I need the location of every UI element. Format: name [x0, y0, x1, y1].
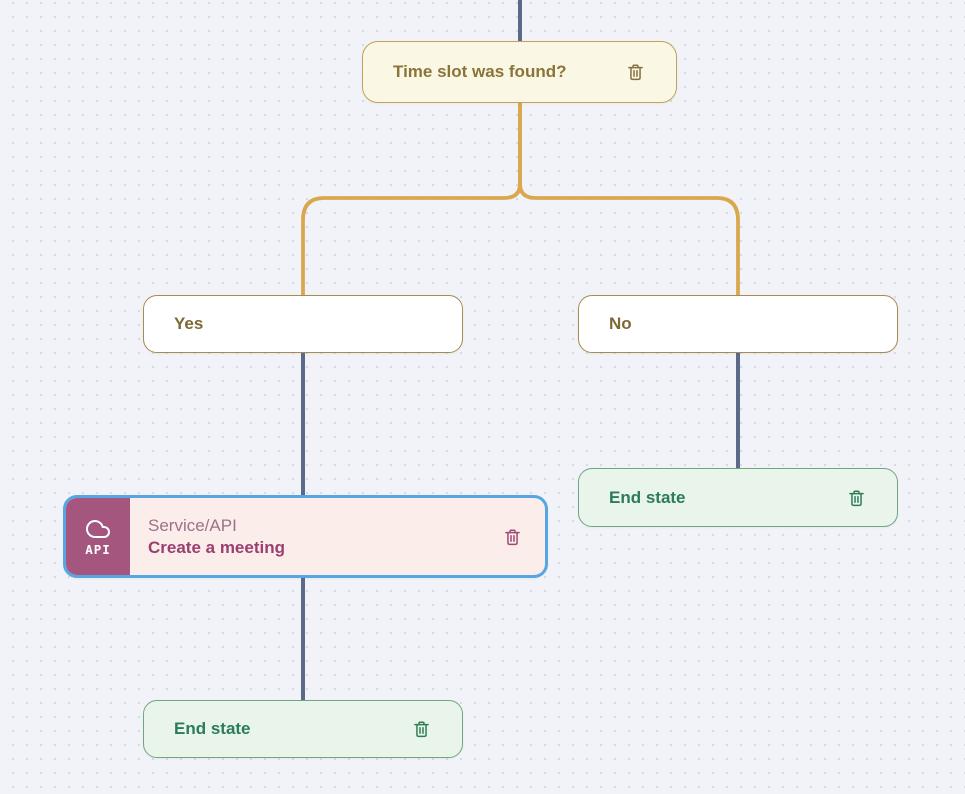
branch-node-no[interactable]: No: [578, 295, 898, 353]
trash-icon: [414, 721, 429, 738]
delete-node-button[interactable]: [625, 61, 646, 83]
connector-condition-to-no: [518, 101, 740, 299]
service-type-label: Service/API: [148, 515, 237, 535]
end-state-node-after-service[interactable]: End state: [143, 700, 463, 758]
service-title: Create a meeting: [148, 537, 285, 557]
api-icon-text: API: [85, 541, 111, 557]
service-node-body: Service/API Create a meeting: [130, 516, 502, 558]
service-api-node[interactable]: API Service/API Create a meeting: [63, 495, 548, 578]
branch-yes-label: Yes: [174, 314, 204, 333]
delete-node-button[interactable]: [846, 487, 867, 509]
service-icon-box: API: [66, 498, 130, 575]
end-state-label: End state: [609, 487, 686, 507]
trash-icon: [849, 490, 864, 506]
branch-no-label: No: [609, 314, 632, 333]
branch-node-yes[interactable]: Yes: [143, 295, 463, 353]
delete-node-button[interactable]: [411, 718, 432, 740]
delete-node-button[interactable]: [502, 526, 523, 548]
trash-icon: [628, 64, 643, 81]
connector-condition-to-yes: [301, 101, 522, 299]
end-state-node-after-no[interactable]: End state: [578, 468, 898, 527]
condition-node-label: Time slot was found?: [393, 62, 567, 81]
condition-node[interactable]: Time slot was found?: [362, 41, 677, 103]
trash-icon: [505, 529, 520, 545]
end-state-label: End state: [174, 719, 251, 738]
cloud-api-icon: [86, 519, 110, 538]
